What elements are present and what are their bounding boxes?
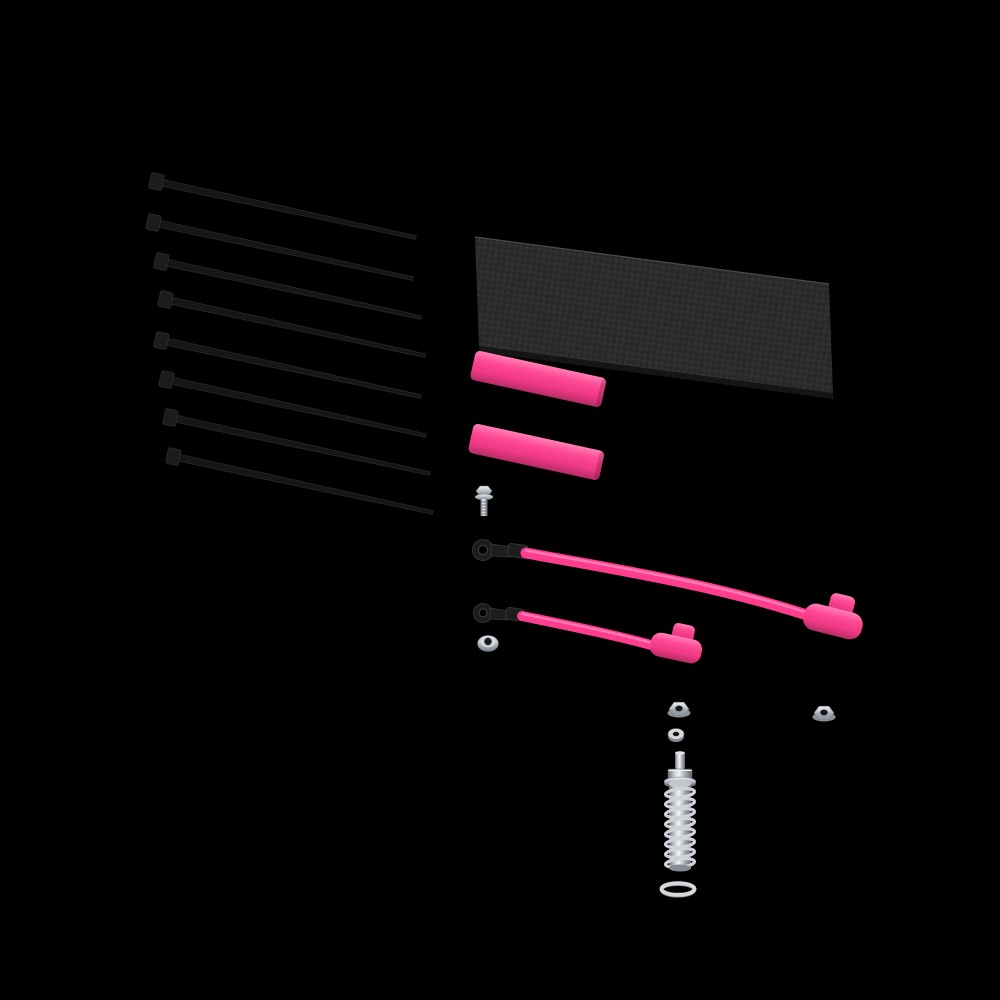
bolt-threads	[480, 501, 488, 515]
nut-hole	[675, 705, 683, 712]
cable-tie-head	[153, 331, 170, 350]
cable-tie	[153, 252, 422, 320]
cable-tie-body	[161, 179, 417, 240]
cable-tie-body	[175, 415, 431, 476]
cable-wire-highlight	[520, 612, 664, 647]
ring-face	[659, 881, 697, 897]
cable-tie-body	[170, 297, 426, 358]
cable-tie-head	[158, 370, 175, 389]
washer-spacer	[667, 728, 685, 742]
nut-hex-shadow	[669, 709, 689, 716]
heat-shrink-tube-2	[468, 423, 605, 480]
plunger-top	[669, 780, 691, 788]
cable-ties-group	[145, 172, 434, 515]
ring-terminal-hole	[478, 545, 488, 555]
cable-tie-head	[153, 252, 170, 271]
cable-wire	[520, 547, 822, 624]
plunger-bottom	[669, 864, 691, 872]
terminal-tongue	[490, 543, 512, 558]
washer-hole	[672, 731, 680, 737]
tube-end-shadow	[596, 378, 607, 407]
tube-shading	[470, 350, 606, 407]
cable-wire-highlight	[524, 549, 818, 617]
flange-nut-b	[812, 705, 836, 722]
cable-tie-head	[165, 447, 182, 466]
cable-tie	[145, 213, 414, 281]
flange-nut-a	[667, 701, 691, 718]
stud	[675, 753, 685, 769]
cable-tie	[153, 331, 422, 399]
flange-bolt	[474, 485, 494, 516]
cable-tie-body	[158, 220, 414, 281]
stud-top	[675, 751, 685, 755]
velcro-strip	[474, 236, 834, 399]
cable-tie	[162, 408, 431, 476]
terminal-tongue	[489, 607, 509, 621]
cable-tie-head	[162, 408, 179, 427]
cable-tie	[148, 172, 417, 240]
cable-tie-body	[166, 259, 422, 320]
spring-coils	[663, 786, 697, 870]
cable-tie-body	[166, 338, 422, 399]
cable-tie	[158, 370, 427, 438]
nut-hole	[820, 709, 828, 716]
cable-tie-body	[178, 454, 434, 515]
velcro-strip-edge	[479, 346, 834, 399]
cable-tie	[165, 447, 434, 515]
velcro-strip-highlight	[474, 236, 830, 285]
battery-cable-2	[473, 603, 703, 664]
boot-body-shade	[649, 632, 703, 664]
bolt-shank	[480, 499, 488, 516]
spring-assembly	[663, 751, 697, 872]
tube-shading	[468, 423, 604, 480]
tube-end-shadow	[594, 451, 605, 480]
flange-nut-left	[477, 635, 499, 652]
cable-tie-head	[145, 213, 162, 232]
nut-hex-shadow	[814, 713, 834, 720]
velcro-strip-texture	[475, 237, 833, 393]
nut-hole	[484, 637, 492, 646]
cable-tie-body	[171, 377, 427, 438]
cable-tie-head	[157, 290, 174, 309]
ring-terminal-hole	[478, 608, 488, 618]
terminal-boot	[803, 593, 863, 640]
cable-tie-head	[148, 172, 165, 191]
cable-wire	[517, 611, 667, 653]
heat-shrink-tube-1	[470, 350, 607, 407]
terminal-boot	[649, 623, 703, 664]
sealing-ring	[659, 881, 697, 898]
boot-body-shade	[803, 603, 863, 640]
cable-tie	[157, 290, 426, 358]
battery-cable-1	[472, 539, 863, 640]
